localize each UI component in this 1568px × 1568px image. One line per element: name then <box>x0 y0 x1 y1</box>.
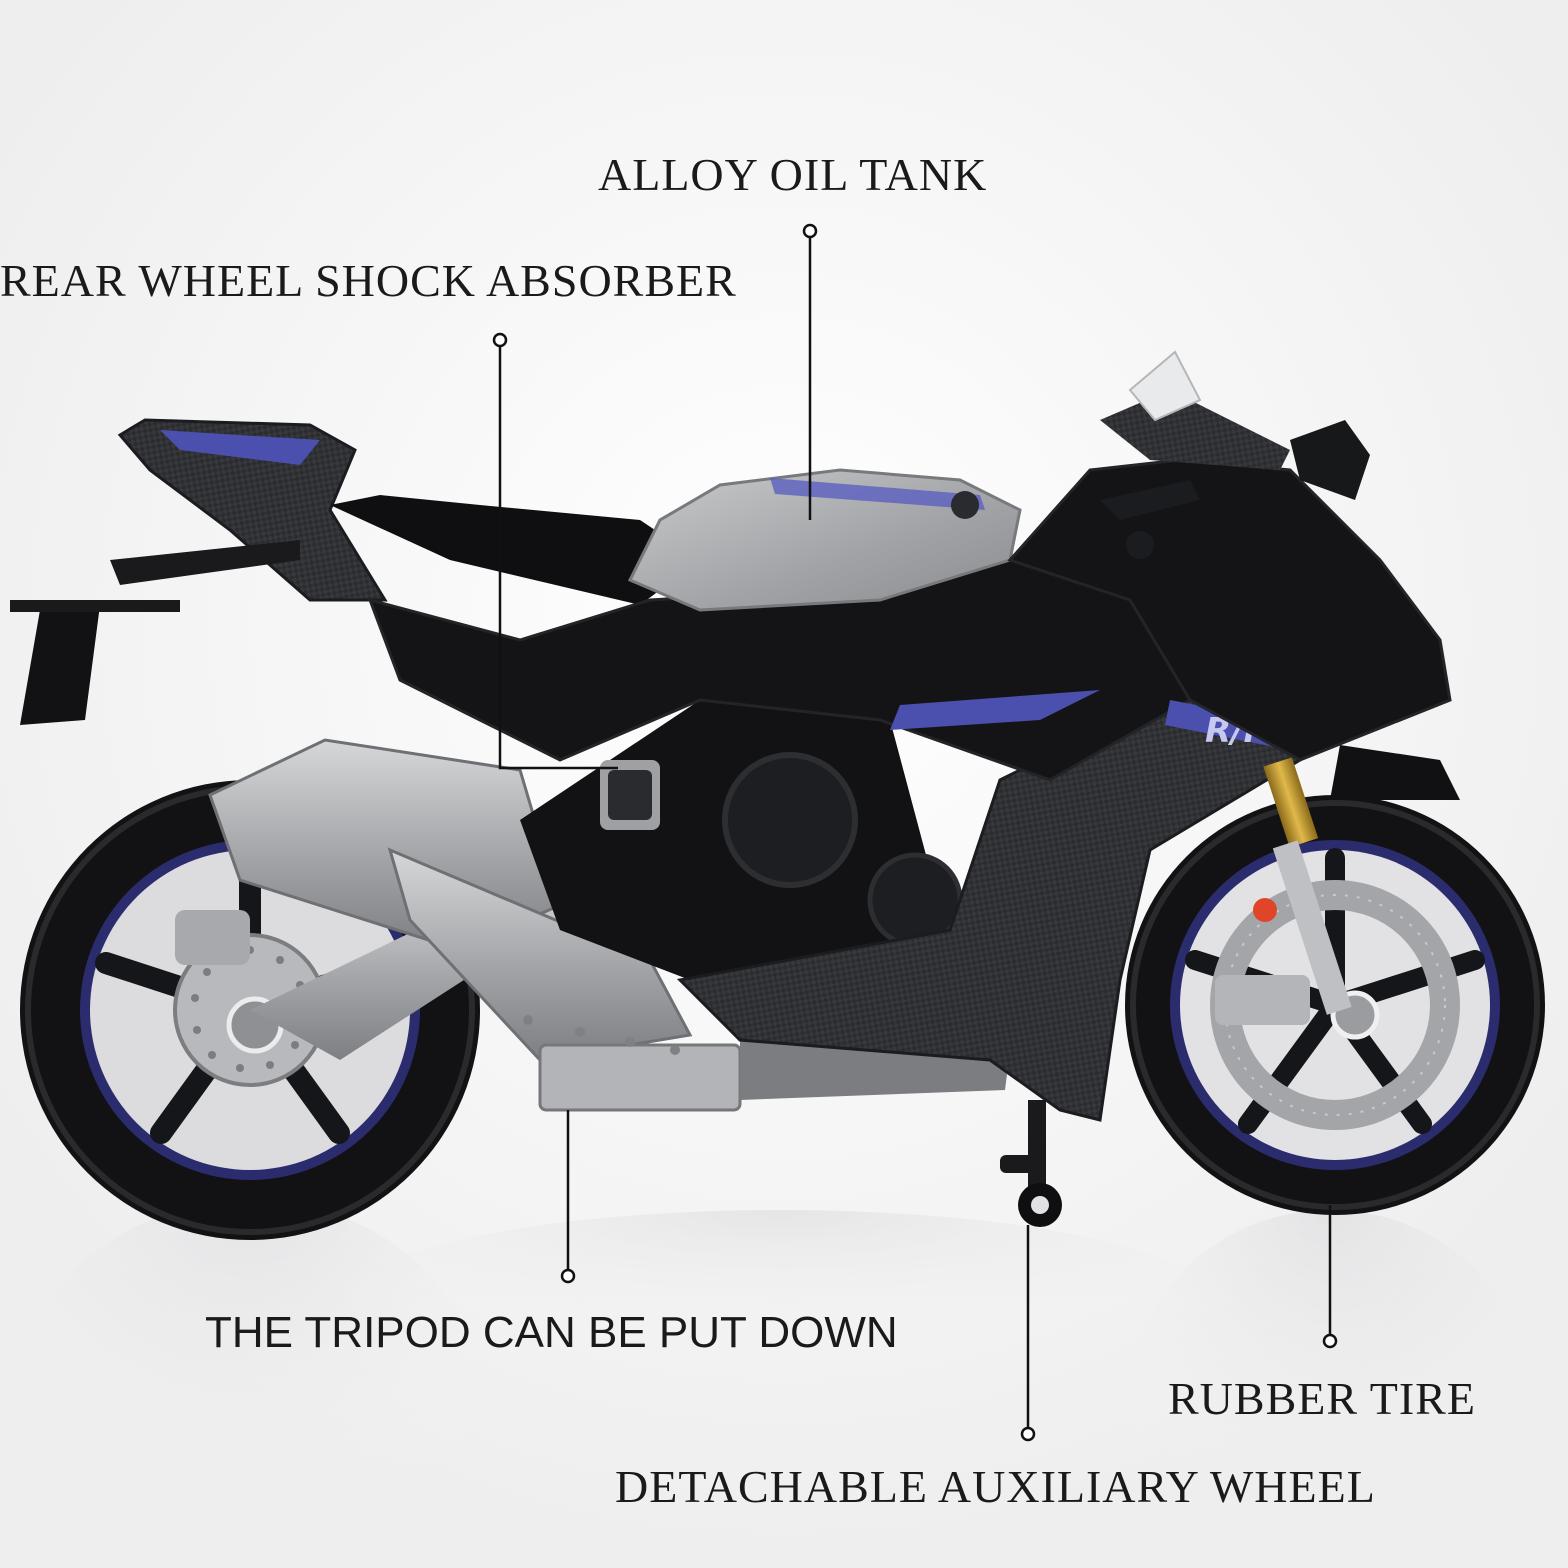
callout-tripod: THE TRIPOD CAN BE PUT DOWN <box>205 1308 898 1357</box>
front-fairing <box>1007 350 1460 800</box>
seat <box>330 495 700 605</box>
fuel-tank <box>627 468 1022 612</box>
callout-rubber-tire: RUBBER TIRE <box>1168 1373 1476 1424</box>
callout-detachable-auxiliary-wheel: DETACHABLE AUXILIARY WHEEL <box>615 1461 1376 1512</box>
callout-lines <box>492 223 1338 1442</box>
lower-fairing <box>676 688 1302 1122</box>
floor-reflection <box>20 1200 1530 1568</box>
handlebar <box>1100 480 1200 559</box>
auxiliary-wheel <box>1000 1100 1062 1227</box>
callout-alloy-oil-tank: ALLOY OIL TANK <box>598 149 988 200</box>
callout-rear-wheel-shock-absorber: REAR WHEEL SHOCK ABSORBER <box>0 255 737 306</box>
tail-section <box>10 418 388 725</box>
exhaust <box>208 738 742 1112</box>
